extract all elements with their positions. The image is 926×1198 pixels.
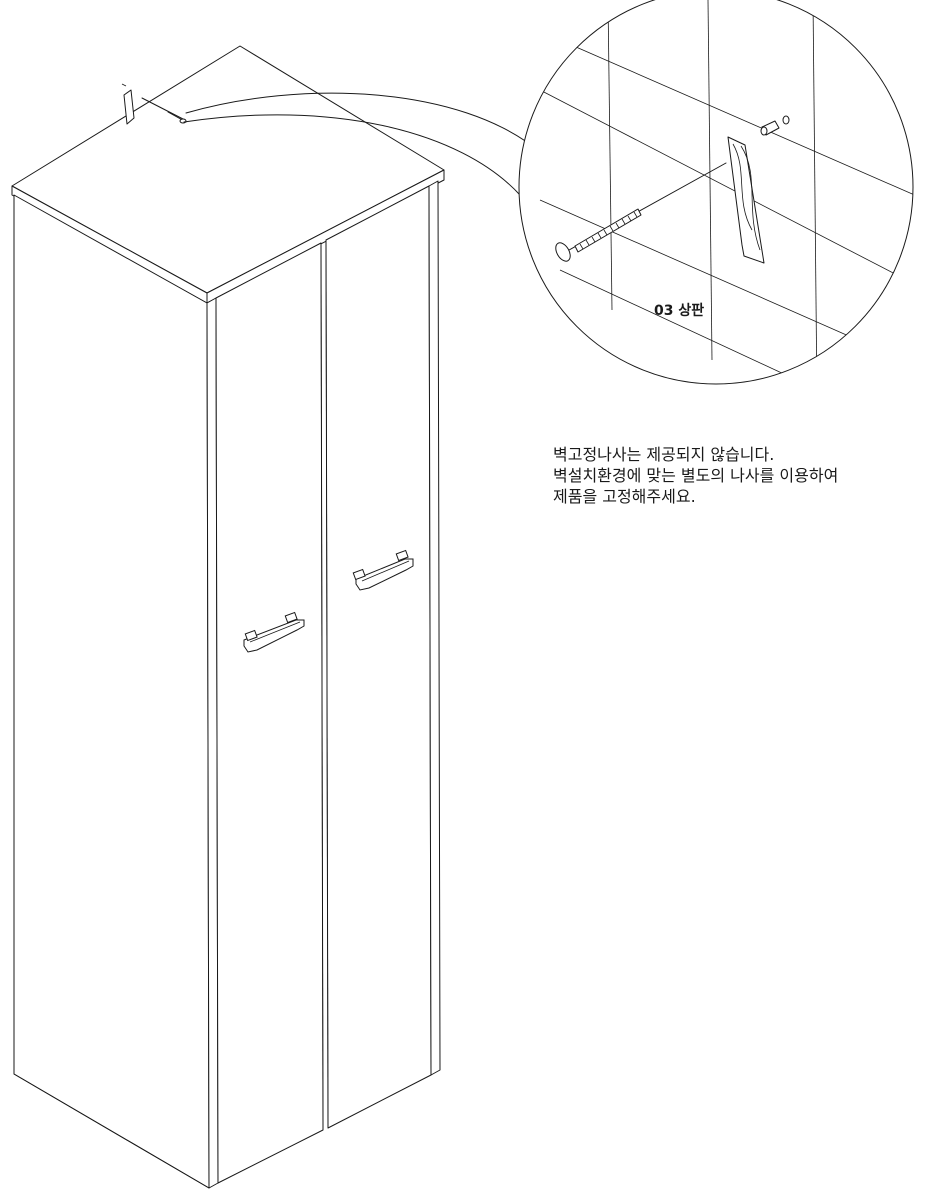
note-line-2: 벽설치환경에 맞는 별도의 나사를 이용하여 bbox=[553, 466, 839, 485]
detail-callout-circle: 03 상판 bbox=[518, 0, 914, 385]
door-left bbox=[215, 242, 324, 1184]
right-side-panel-edge bbox=[428, 180, 441, 1076]
wall-plug bbox=[760, 115, 790, 136]
wall-screw-note: 벽고정나사는 제공되지 않습니다. 벽설치환경에 맞는 별도의 나사를 이용하여… bbox=[553, 444, 838, 507]
wall-bracket-small bbox=[121, 83, 187, 125]
callout-connector bbox=[183, 92, 541, 196]
top-panel-side-edge bbox=[206, 169, 445, 304]
left-side-panel bbox=[13, 194, 210, 1189]
door-gap-line bbox=[320, 242, 324, 1131]
wall-bracket-detail bbox=[727, 136, 765, 264]
door-handle-left bbox=[243, 611, 305, 653]
door-handle-right bbox=[352, 549, 414, 591]
part-label: 03 상판 bbox=[654, 303, 704, 319]
door-right bbox=[325, 185, 432, 1129]
bottom-edge-line bbox=[13, 1073, 210, 1189]
wardrobe bbox=[11, 45, 445, 1189]
screw bbox=[555, 162, 727, 262]
door-gap-line-2 bbox=[325, 239, 329, 1129]
note-line-3: 제품을 고정해주세요. bbox=[553, 487, 696, 506]
note-line-1: 벽고정나사는 제공되지 않습니다. bbox=[553, 445, 775, 464]
